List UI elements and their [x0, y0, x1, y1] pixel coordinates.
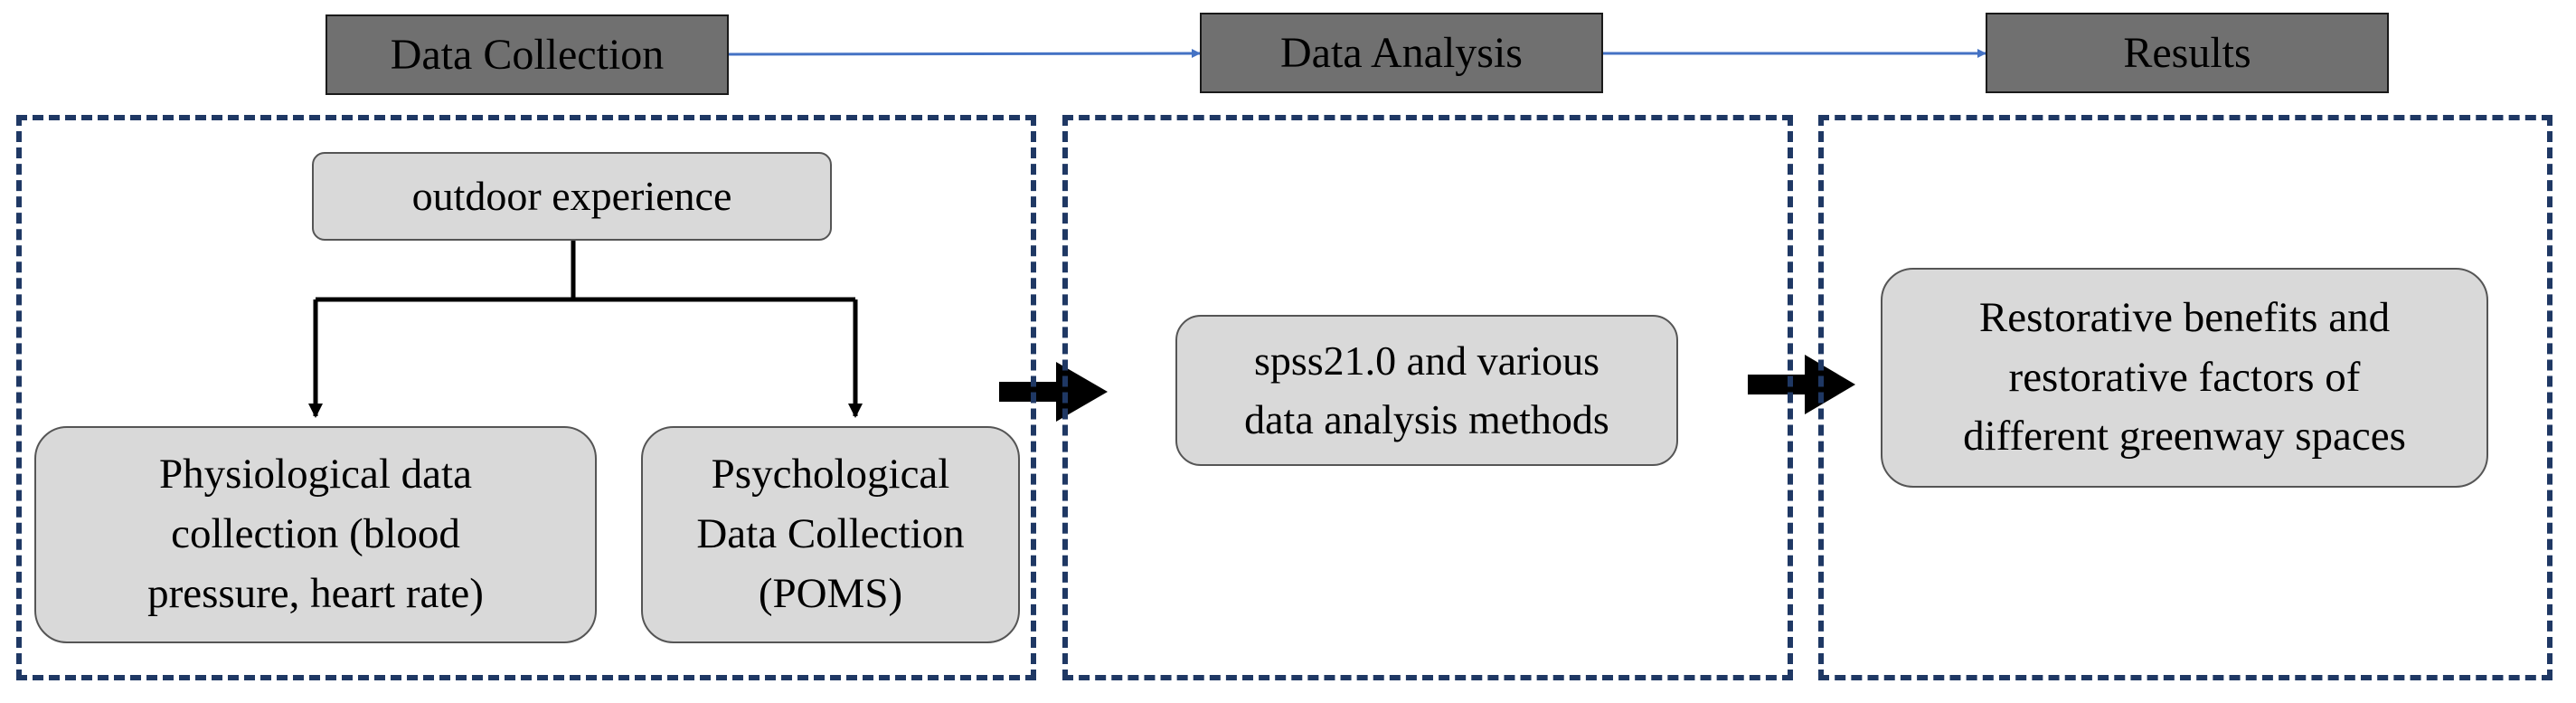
panel-data-collection: [16, 115, 1036, 680]
stage-data-analysis: Data Analysis: [1200, 13, 1603, 93]
node-restorative-results: Restorative benefits and restorative fac…: [1881, 268, 2488, 488]
arrow-collection-to-analysis: [727, 49, 1201, 59]
panel-data-analysis: [1062, 115, 1793, 680]
node-restorative-results-label: Restorative benefits and restorative fac…: [1963, 293, 2406, 461]
node-physiological-data: Physiological data collection (blood pre…: [34, 426, 597, 643]
stage-results-label: Results: [2123, 29, 2251, 77]
tree-connector: [308, 241, 863, 418]
stage-data-analysis-label: Data Analysis: [1280, 29, 1523, 77]
panel-results: [1818, 115, 2552, 680]
arrow-analysis-to-results-panel: [1748, 355, 1855, 414]
arrow-collection-to-analysis-panel: [999, 362, 1108, 422]
stage-results: Results: [1986, 13, 2389, 93]
node-psychological-data: Psychological Data Collection (POMS): [641, 426, 1020, 643]
node-spss-analysis: spss21.0 and various data analysis metho…: [1175, 315, 1678, 466]
node-outdoor-experience-label: outdoor experience: [411, 172, 732, 219]
stage-data-collection: Data Collection: [326, 14, 729, 95]
node-spss-analysis-label: spss21.0 and various data analysis metho…: [1244, 337, 1609, 442]
node-physiological-data-label: Physiological data collection (blood pre…: [147, 451, 484, 617]
node-psychological-data-label: Psychological Data Collection (POMS): [696, 451, 965, 617]
stage-data-collection-label: Data Collection: [390, 31, 665, 79]
node-outdoor-experience: outdoor experience: [312, 152, 832, 241]
